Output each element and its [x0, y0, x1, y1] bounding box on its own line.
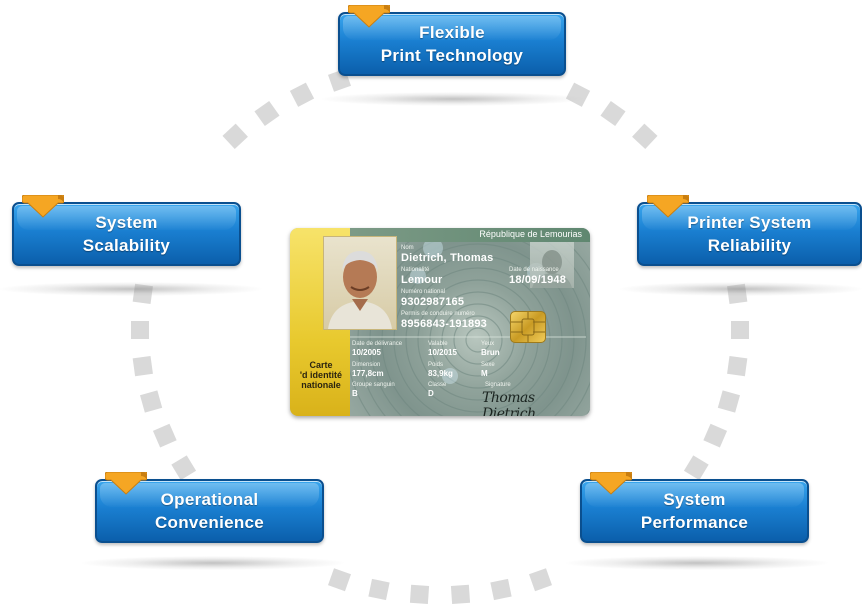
node-shadow [322, 92, 584, 106]
card-blood-label: Groupe sanguin [352, 382, 395, 388]
ring-dot [132, 283, 153, 305]
smart-chip-icon [510, 311, 546, 343]
ring-dot [529, 568, 552, 592]
card-class: D [428, 389, 434, 398]
card-issue-label: Date de délivrance [352, 341, 403, 347]
ring-dot [368, 578, 390, 601]
card-birth-date: 18/09/1948 [509, 274, 567, 286]
node-shadow [0, 282, 262, 296]
card-eyes: Brun [481, 348, 500, 357]
node-label: System Performance [640, 490, 749, 532]
ring-dot [171, 455, 197, 481]
ring-dot [140, 390, 163, 413]
card-eyes-label: Yeux [481, 341, 495, 347]
card-class-label: Classe [428, 382, 447, 388]
card-height-label: Dimension [352, 362, 381, 368]
node-system-scalability[interactable]: System Scalability [12, 195, 241, 266]
ring-dot [632, 123, 658, 150]
ring-dot [289, 82, 315, 107]
card-weight: 83,9kg [428, 369, 453, 378]
card-portrait-photo [323, 236, 397, 330]
node-printer-system-reliability[interactable]: Printer System Reliability [637, 195, 862, 266]
card-weight-label: Poids [428, 362, 444, 368]
person-portrait-icon [532, 250, 572, 288]
card-height: 177,8cm [352, 369, 384, 378]
id-card-image: République de Lemourias Nom Dietrich, Th… [290, 228, 590, 416]
ring-dot [328, 568, 351, 592]
card-sex: M [481, 369, 488, 378]
person-portrait-icon [328, 251, 392, 329]
ring-dot [152, 423, 177, 448]
ring-dot [727, 283, 748, 305]
ring-dot [600, 100, 626, 127]
card-name-label: Nom [401, 245, 414, 251]
bookmark-tab-icon [22, 195, 64, 218]
ring-dot [683, 455, 709, 481]
node-system-performance[interactable]: System Performance [580, 472, 809, 543]
ring-dot [222, 123, 248, 150]
ring-dot [727, 355, 748, 377]
card-license-number: 8956843-191893 [401, 318, 487, 330]
bookmark-tab-icon [105, 472, 147, 495]
card-national-number: 9302987165 [401, 296, 465, 308]
node-label: System Scalability [82, 213, 171, 255]
node-label: Printer System Reliability [687, 213, 812, 255]
card-license-label: Permis de conduire numéro [401, 311, 475, 317]
card-country: République de Lemourias [479, 229, 582, 239]
bookmark-tab-icon [647, 195, 689, 218]
ring-dot [132, 355, 153, 377]
card-valid-label: Valable [428, 341, 448, 347]
card-nationality-label: Nationalité [401, 267, 430, 273]
card-id-label: Carte 'd identité nationale [299, 360, 343, 390]
card-national-number-label: Numéro national [401, 289, 446, 295]
ring-dot [450, 584, 471, 604]
node-flexible-print-technology[interactable]: Flexible Print Technology [338, 5, 566, 76]
card-sex-label: Sexe [481, 362, 495, 368]
bookmark-tab-icon [590, 472, 632, 495]
ring-dot [717, 390, 740, 413]
card-name: Dietrich, Thomas [401, 252, 494, 264]
node-label: Flexible Print Technology [380, 23, 524, 65]
card-signature-label: Signature [485, 382, 511, 388]
node-shadow [566, 556, 828, 570]
ring-dot [409, 584, 430, 604]
node-shadow [82, 556, 344, 570]
node-operational-convenience[interactable]: Operational Convenience [95, 472, 324, 543]
card-valid-date: 10/2015 [428, 348, 457, 357]
card-header-bar [350, 228, 590, 242]
card-blood: B [352, 389, 358, 398]
ring-dot [565, 82, 591, 107]
ring-dot [490, 578, 512, 601]
card-issue-date: 10/2005 [352, 348, 381, 357]
card-signature: Thomas Dietrich [482, 390, 536, 416]
ring-dot [731, 321, 749, 339]
ring-dot [254, 100, 280, 127]
node-label: Operational Convenience [154, 490, 265, 532]
card-nationality: Lemour [401, 274, 443, 286]
ring-dot [703, 423, 728, 448]
card-ghost-portrait [530, 242, 574, 288]
bookmark-tab-icon [348, 5, 390, 28]
node-shadow [620, 282, 862, 296]
card-birth-label: Date de naissance [509, 267, 559, 273]
ring-dot [131, 321, 149, 339]
